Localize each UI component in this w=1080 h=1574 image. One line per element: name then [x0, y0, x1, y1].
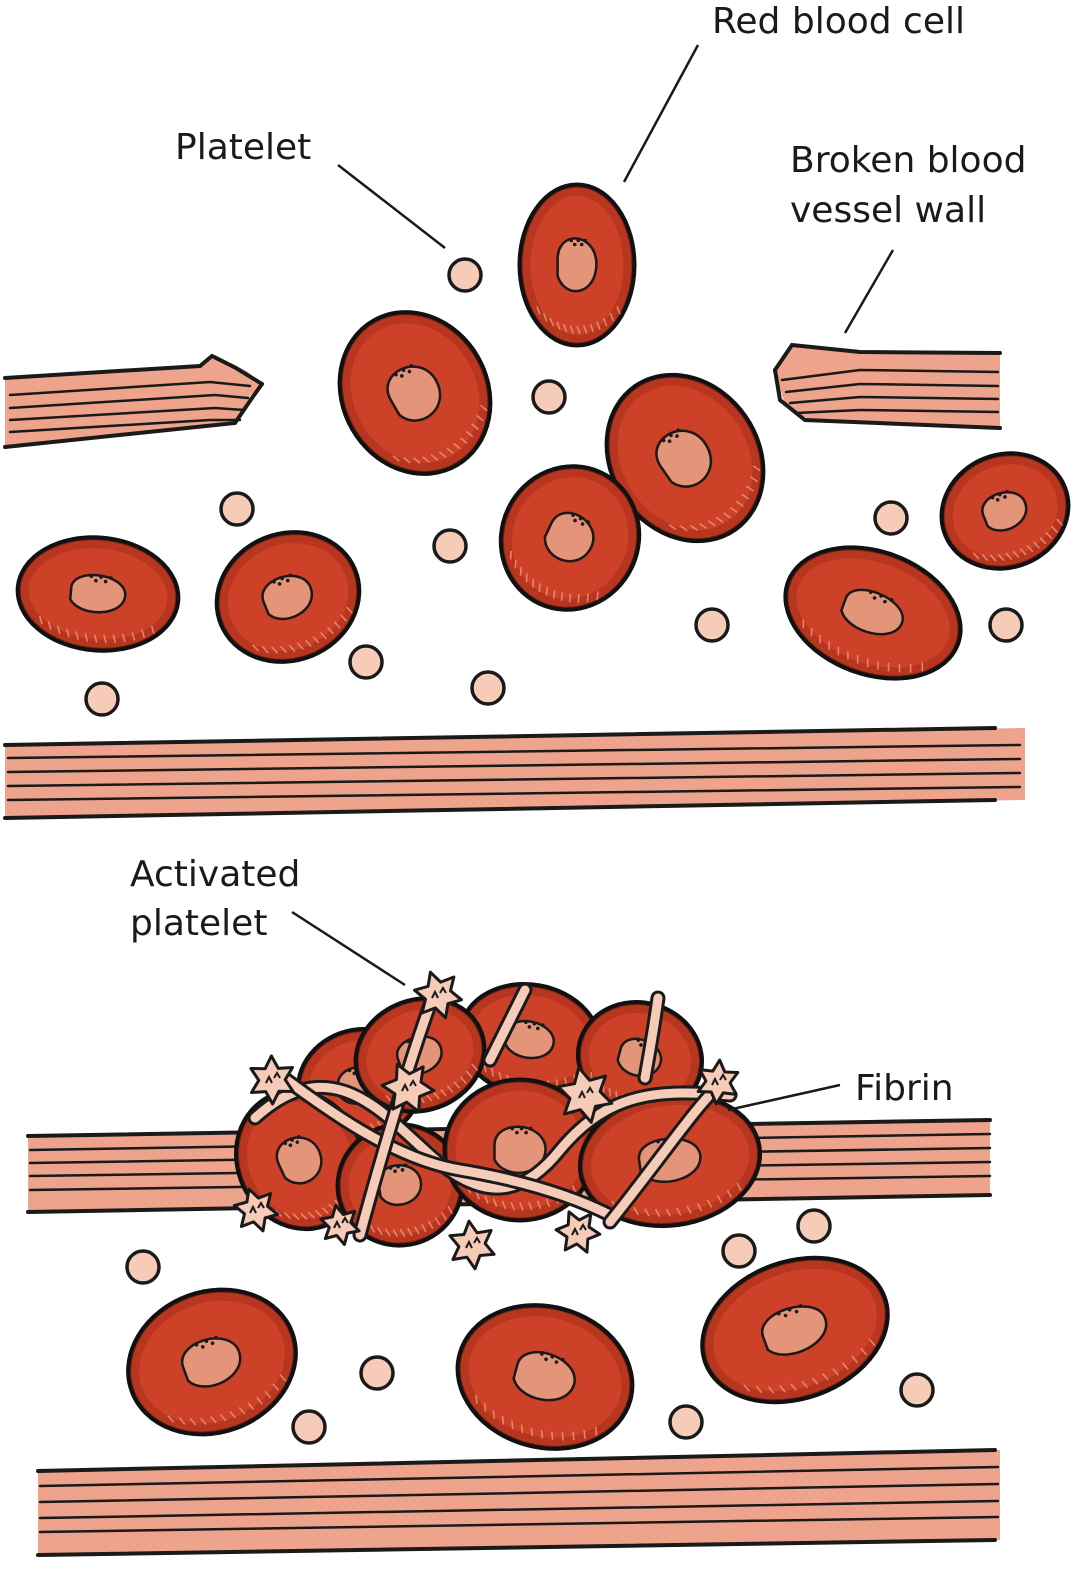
activated-platelet	[554, 1210, 602, 1254]
platelet	[796, 1208, 832, 1244]
activated-platelet	[448, 1219, 496, 1271]
labels: Red blood cell Platelet Broken blood ves…	[130, 1, 1026, 1112]
broken-vessel-wall-left	[3, 353, 264, 449]
label-red-blood-cell: Red blood cell	[712, 1, 965, 42]
activated-platelet	[413, 970, 463, 1020]
platelet	[899, 1372, 935, 1408]
top-panel	[3, 182, 1071, 820]
activated-platelet	[696, 1058, 740, 1106]
red-blood-cell	[126, 1287, 298, 1437]
vessel-wall-bottom-panel-bottom	[36, 1448, 1000, 1557]
label-platelet: Platelet	[175, 127, 311, 168]
activated-platelet	[556, 1066, 614, 1124]
platelets-bottom	[125, 1208, 935, 1445]
platelet	[873, 500, 909, 536]
label-broken-wall-line1: Broken blood	[790, 140, 1026, 181]
red-blood-cell	[783, 545, 963, 681]
leader-fibrin	[727, 1083, 841, 1112]
vessel-wall-top-panel-bottom	[3, 726, 1025, 820]
platelet	[470, 670, 506, 706]
platelets-top	[84, 257, 1024, 717]
label-activated-platelet-line1: Activated	[130, 854, 300, 895]
red-blood-cell	[214, 530, 362, 664]
leader-platelet	[337, 164, 446, 249]
platelet	[125, 1249, 161, 1285]
platelet	[432, 528, 468, 564]
platelet	[348, 644, 384, 680]
broken-vessel-wall-right	[773, 342, 1002, 430]
platelet	[359, 1355, 395, 1391]
platelet	[721, 1233, 757, 1269]
platelet	[291, 1409, 327, 1445]
red-blood-cells-top	[15, 182, 1071, 681]
blood-clot	[232, 970, 763, 1271]
platelet	[219, 491, 255, 527]
leader-broken-wall	[843, 249, 895, 334]
label-activated-platelet-line2: platelet	[130, 903, 267, 944]
bottom-panel	[26, 970, 1000, 1557]
platelet	[694, 607, 730, 643]
label-broken-wall-line2: vessel wall	[790, 190, 986, 231]
platelet	[84, 681, 120, 717]
fibrin-strands	[247, 982, 738, 1243]
activated-platelet	[249, 1054, 295, 1106]
red-blood-cell	[517, 182, 637, 348]
leader-activated-platelet	[291, 910, 406, 987]
red-blood-cell	[455, 1303, 635, 1451]
platelet	[531, 379, 567, 415]
platelet	[668, 1404, 704, 1440]
activated-platelet	[380, 1062, 436, 1114]
red-blood-cell	[700, 1255, 890, 1405]
platelet	[447, 257, 483, 293]
leader-red-blood-cell	[622, 44, 700, 183]
red-blood-cell	[15, 535, 181, 653]
red-blood-cell	[939, 451, 1071, 571]
red-blood-cells-bottom	[126, 1255, 890, 1451]
red-blood-cell	[498, 464, 642, 612]
red-blood-cell	[337, 310, 493, 476]
platelet	[988, 607, 1024, 643]
activated-platelet	[232, 1187, 280, 1233]
activated-platelets-front	[232, 970, 740, 1271]
activated-platelet	[319, 1204, 361, 1246]
label-fibrin: Fibrin	[855, 1068, 954, 1109]
